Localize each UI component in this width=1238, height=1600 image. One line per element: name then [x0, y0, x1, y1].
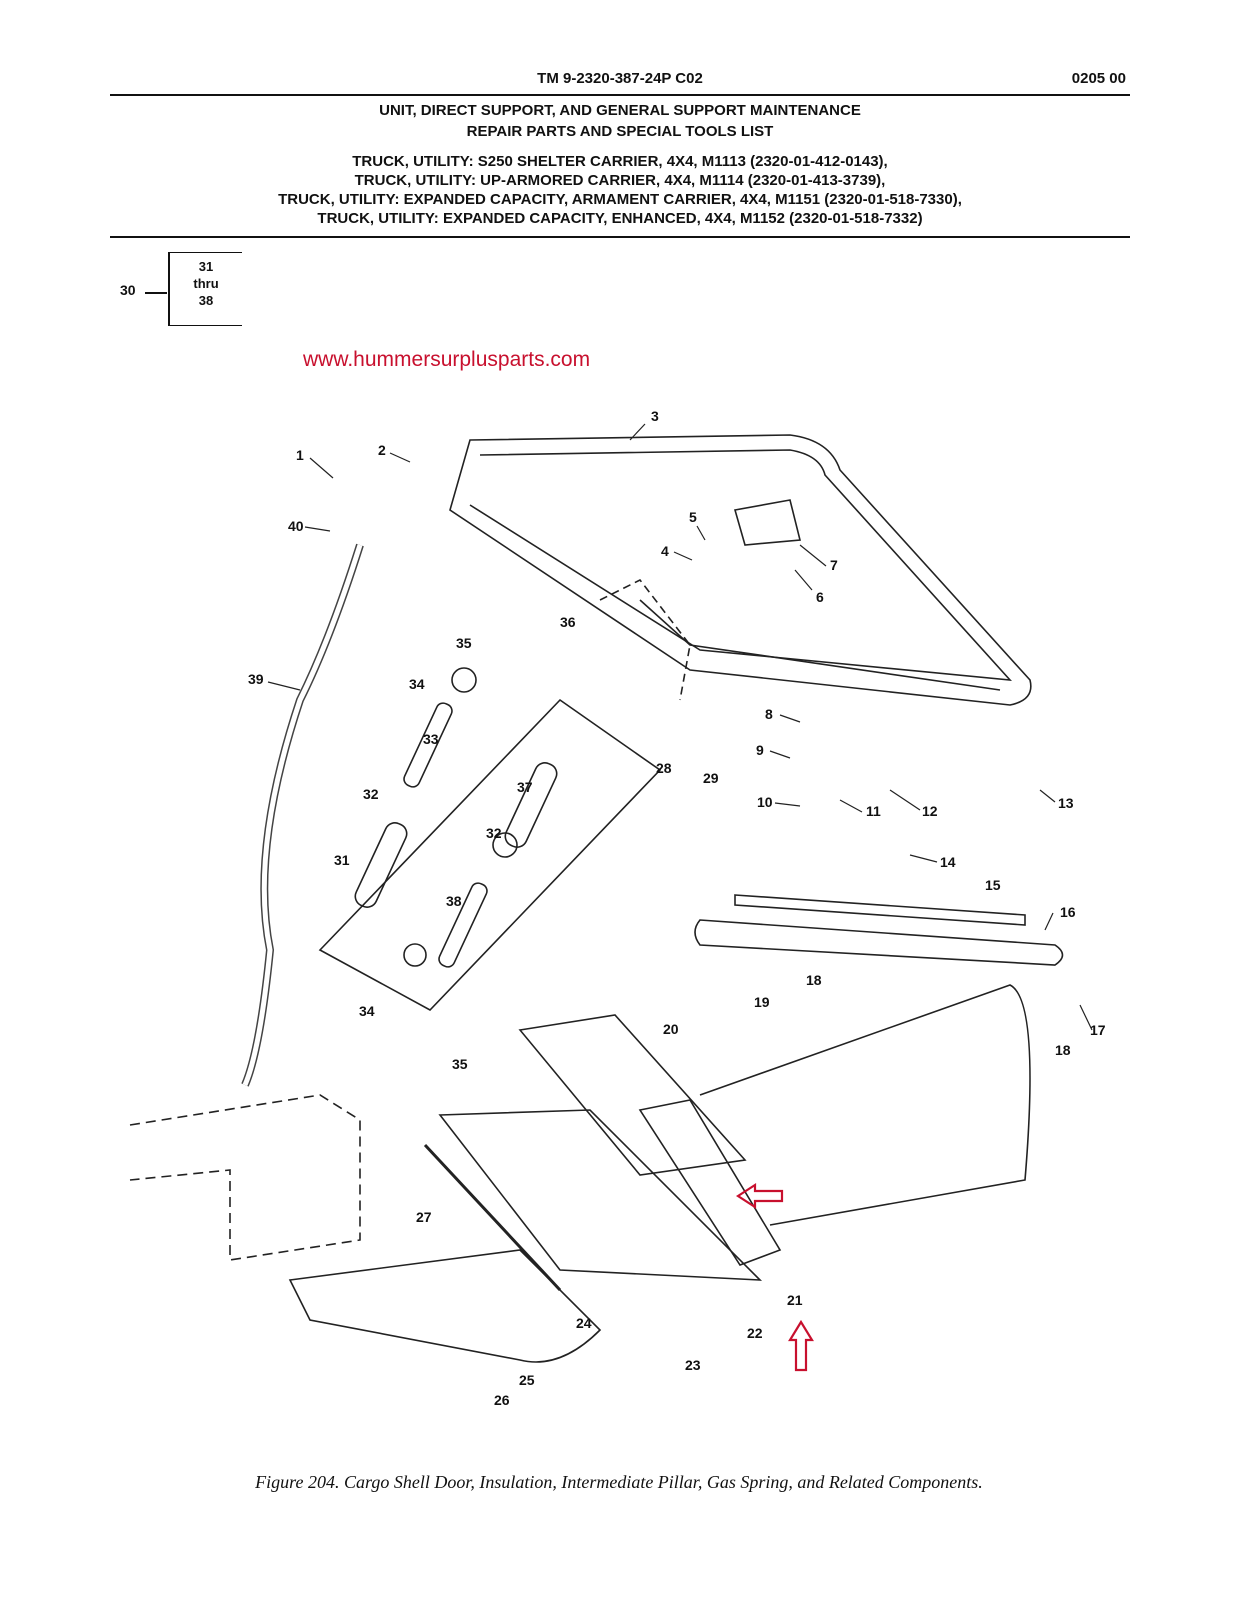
callout: 15 [985, 877, 1001, 893]
callout: 24 [576, 1315, 592, 1331]
callout-labels: 1 2 3 4 5 6 7 8 9 10 11 12 13 14 15 16 1… [248, 408, 1106, 1408]
callout: 19 [754, 994, 770, 1010]
callout: 6 [816, 589, 824, 605]
callout: 32 [486, 825, 502, 841]
range-thru: thru [193, 276, 219, 291]
pillar-panel [318, 578, 691, 1011]
callout: 37 [517, 779, 533, 795]
highlight-arrow-up [788, 1319, 814, 1372]
door-latch-plate [733, 499, 802, 546]
vehicle-line: TRUCK, UTILITY: UP-ARMORED CARRIER, 4X4,… [354, 172, 886, 189]
title-line: UNIT, DIRECT SUPPORT, AND GENERAL SUPPOR… [379, 102, 861, 119]
callout: 36 [560, 614, 576, 630]
callout: 40 [288, 518, 304, 534]
callout: 13 [1058, 795, 1074, 811]
header-rule-bottom [110, 236, 1130, 238]
callout: 7 [830, 557, 838, 573]
callout: 8 [765, 706, 773, 722]
reference-dash [145, 292, 167, 294]
work-package-number: 0205 00 [1071, 70, 1126, 87]
callout: 18 [806, 972, 822, 988]
figure-caption: Figure 204. Cargo Shell Door, Insulation… [255, 1472, 983, 1492]
callout: 17 [1090, 1022, 1106, 1038]
watermark-url: www.hummersurplusparts.com [303, 348, 591, 371]
header-rule-top [110, 94, 1130, 96]
range-start: 31 [198, 259, 214, 274]
hinge-rail [694, 894, 1064, 966]
highlight-arrow-left [735, 1182, 784, 1210]
callout: 22 [747, 1325, 763, 1341]
callout: 21 [787, 1292, 803, 1308]
callout: 38 [446, 893, 462, 909]
callout: 23 [685, 1357, 701, 1373]
callout: 32 [363, 786, 379, 802]
door-frame [449, 434, 1032, 706]
vehicle-line: TRUCK, UTILITY: EXPANDED CAPACITY, ENHAN… [317, 210, 923, 227]
callout: 25 [519, 1372, 535, 1388]
header-title: UNIT, DIRECT SUPPORT, AND GENERAL SUPPOR… [120, 100, 1120, 142]
leader-lines [267, 423, 1093, 1031]
callout: 3 [651, 408, 659, 424]
callout: 12 [922, 803, 938, 819]
title-line: REPAIR PARTS AND SPECIAL TOOLS LIST [466, 123, 774, 140]
callout: 11 [866, 803, 881, 819]
reference-range-box: 31 thru 38 [168, 252, 242, 326]
tm-number: TM 9-2320-387-24P C02 [537, 70, 703, 87]
gas-spring-right [438, 762, 558, 968]
callout: 10 [757, 794, 773, 810]
callout: 26 [494, 1392, 510, 1408]
cargo-shell-body [129, 984, 1031, 1363]
callout: 33 [423, 731, 439, 747]
reference-item-label: 30 [120, 282, 136, 298]
callout: 9 [756, 742, 764, 758]
callout: 16 [1060, 904, 1076, 920]
callout: 20 [663, 1021, 679, 1037]
callout: 34 [359, 1003, 375, 1019]
callout: 28 [656, 760, 672, 776]
callout: 35 [456, 635, 472, 651]
callout: 2 [378, 442, 386, 458]
callout: 34 [409, 676, 425, 692]
callout: 4 [661, 543, 669, 559]
range-end: 38 [198, 293, 214, 308]
gas-spring-left [354, 667, 477, 967]
callout: 39 [248, 671, 264, 687]
vehicle-line: TRUCK, UTILITY: EXPANDED CAPACITY, ARMAM… [278, 191, 962, 208]
insulation-panels [423, 1014, 782, 1292]
callout: 14 [940, 854, 956, 870]
vehicle-line: TRUCK, UTILITY: S250 SHELTER CARRIER, 4X… [352, 153, 888, 170]
callout: 31 [334, 852, 350, 868]
callout: 1 [296, 447, 304, 463]
callout: 29 [703, 770, 719, 786]
callout: 35 [452, 1056, 468, 1072]
vehicle-list: TRUCK, UTILITY: S250 SHELTER CARRIER, 4X… [120, 152, 1120, 228]
callout: 18 [1055, 1042, 1071, 1058]
callout: 5 [689, 509, 697, 525]
callout: 27 [416, 1209, 432, 1225]
